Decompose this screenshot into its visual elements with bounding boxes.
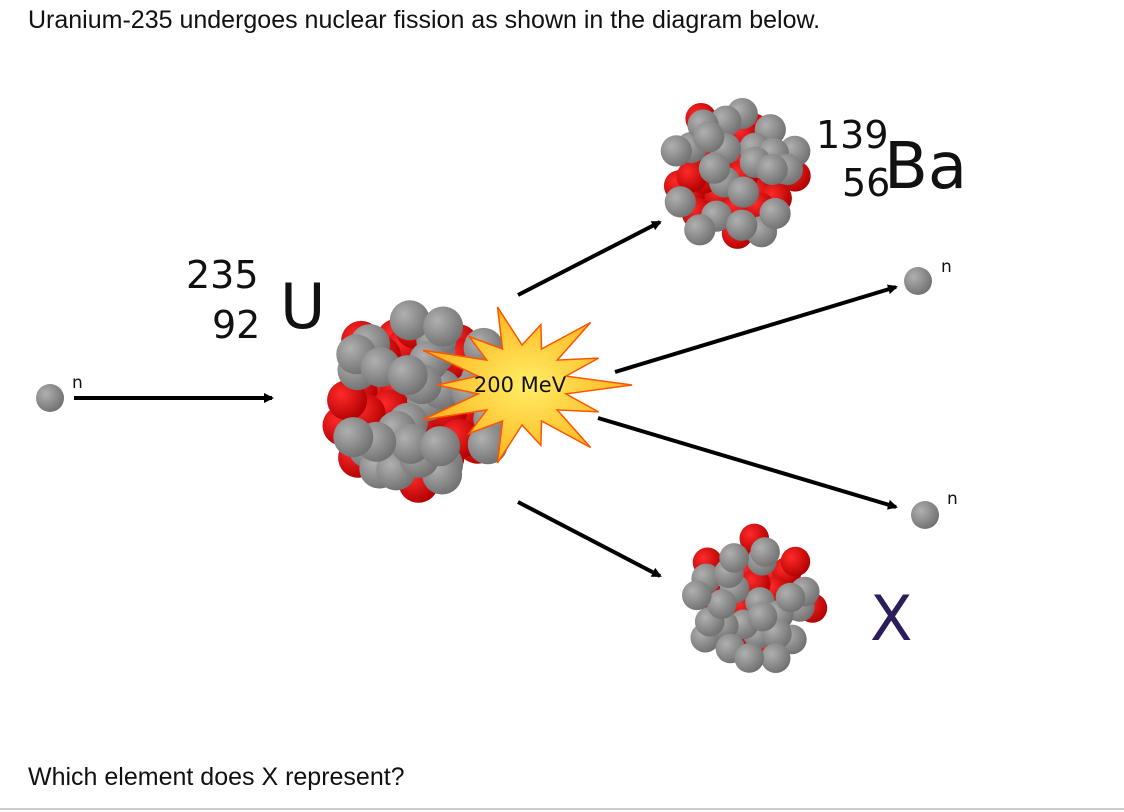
neutron: [684, 214, 716, 246]
divider: [0, 808, 1124, 810]
unknown-element-label: X: [870, 582, 912, 655]
neutron: [756, 153, 788, 186]
neutron: [420, 426, 461, 467]
neutron: [747, 601, 778, 632]
neutron: [707, 589, 737, 619]
neutron: [390, 423, 431, 464]
uranium-atomic-number: 92: [212, 303, 260, 347]
neutron: [423, 306, 464, 347]
proton: [780, 546, 811, 577]
neutron: [389, 300, 430, 341]
incoming-neutron-label: n: [72, 373, 83, 393]
neutron: [727, 176, 760, 208]
barium-mass-number: 139: [816, 113, 889, 157]
neutron: [760, 643, 791, 673]
neutron: [693, 121, 725, 153]
incoming-neutron: [36, 384, 64, 412]
barium-atomic-number: 56: [842, 161, 890, 205]
arrow-to-barium: [517, 220, 662, 297]
neutron: [387, 355, 428, 396]
proton: [327, 380, 368, 421]
energy-burst: [422, 306, 633, 464]
question-prompt: Which element does X represent?: [28, 763, 405, 791]
emitted-neutron-bottom: [911, 501, 939, 529]
neutron: [759, 197, 791, 230]
barium-symbol: Ba: [884, 130, 967, 204]
neutron: [775, 582, 806, 613]
neutron: [726, 209, 758, 241]
arrow-to-neutron-bottom: [597, 416, 898, 510]
arrows: [74, 220, 898, 578]
neutron: [734, 643, 764, 673]
arrow-to-neutron-top: [614, 284, 898, 374]
neutron: [682, 580, 712, 611]
neutron: [664, 186, 696, 218]
energy-label: 200 MeV: [474, 373, 567, 397]
neutron: [719, 543, 749, 573]
barium-nucleus: [660, 98, 811, 249]
x-nucleus: [682, 523, 828, 673]
emitted-neutron-top-label: n: [941, 257, 952, 277]
emitted-neutron-bottom-label: n: [947, 489, 958, 509]
uranium-mass-number: 235: [186, 253, 259, 297]
neutron: [698, 152, 731, 184]
emitted-neutron-top: [904, 267, 932, 295]
uranium-symbol: U: [280, 270, 325, 343]
neutron: [660, 135, 692, 167]
neutron: [333, 417, 374, 458]
arrow-to-x: [517, 500, 662, 578]
question-intro: Uranium-235 undergoes nuclear fission as…: [28, 6, 821, 34]
neutron: [750, 537, 780, 567]
